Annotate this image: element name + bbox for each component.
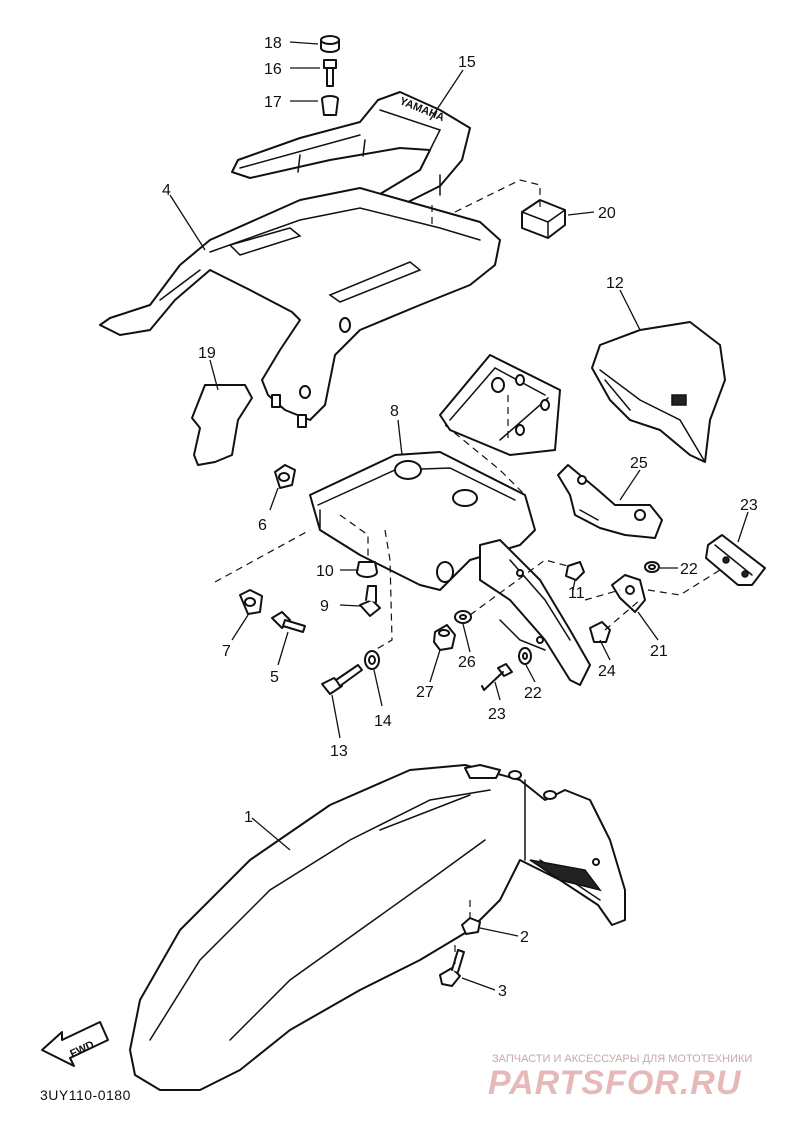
watermark-brand: PARTSFOR.RU [488, 1064, 742, 1102]
part-2-washer [461, 917, 481, 935]
callout-12: 12 [606, 275, 624, 292]
part-7-grommet [239, 589, 263, 615]
callout-22-lower: 22 [524, 685, 542, 702]
part-21-bracket [611, 574, 646, 613]
part-28-nut [433, 624, 456, 651]
watermark: ЗАПЧАСТИ И АКСЕССУАРЫ ДЛЯ МОТОТЕХНИКИ PA… [488, 1053, 752, 1102]
diagram-code: 3UY110-0180 [40, 1087, 131, 1103]
callout-10: 10 [316, 563, 334, 580]
part-25-nut [589, 621, 611, 643]
part-8-bracket [309, 451, 536, 591]
part-3-bolt [439, 949, 465, 987]
part-23-screw [481, 663, 513, 691]
callout-labels: 18 16 17 15 4 20 12 19 8 25 23 6 10 9 11… [162, 35, 758, 1000]
callout-16: 16 [264, 61, 282, 78]
part-27-washer [454, 610, 472, 624]
fwd-arrow-icon: FWD [41, 1021, 109, 1067]
assembly-lines [214, 179, 721, 965]
part-17-collar [321, 95, 339, 116]
callout-20: 20 [598, 205, 616, 222]
part-1-rear-fender [129, 764, 626, 1091]
part-19-sticker [191, 384, 253, 466]
callout-25: 24 [598, 663, 616, 680]
part-13-bolt [321, 664, 363, 695]
callout-3: 3 [498, 983, 507, 1000]
part-10-nut [356, 561, 378, 578]
part-22-washer-lower [518, 647, 532, 665]
callout-24: 23 [740, 497, 758, 514]
callout-14: 14 [374, 713, 392, 730]
callout-5: 5 [270, 669, 279, 686]
part-14-washer [364, 650, 380, 670]
mudguard-stay [479, 539, 591, 686]
callout-28: 27 [416, 684, 434, 701]
part-12-rear-flap [591, 321, 726, 463]
part-9-bolt [359, 585, 381, 617]
callout-17: 17 [264, 94, 282, 111]
part-20-pad [521, 199, 566, 239]
callout-9: 9 [320, 598, 329, 615]
part-22-washer-upper [644, 561, 660, 573]
part-18-cap [320, 35, 340, 53]
callout-11: 11 [568, 585, 585, 602]
callout-21: 21 [650, 643, 668, 660]
callout-4: 4 [162, 182, 171, 199]
callout-6: 6 [258, 517, 267, 534]
callout-2: 2 [520, 929, 529, 946]
callout-8: 8 [390, 403, 399, 420]
watermark-tagline: ЗАПЧАСТИ И АКСЕССУАРЫ ДЛЯ МОТОТЕХНИКИ [492, 1053, 752, 1065]
callout-27: 26 [458, 654, 476, 671]
callout-22-upper: 22 [680, 561, 698, 578]
callout-18: 18 [264, 35, 282, 52]
part-15-grab-bar: YAMAHA [231, 91, 471, 241]
callout-26: 25 [630, 455, 648, 472]
part-6-grommet [274, 464, 296, 489]
part-16-bolt [323, 59, 337, 87]
callout-7: 7 [222, 643, 231, 660]
callout-23: 23 [488, 706, 506, 723]
callout-19: 19 [198, 345, 216, 362]
callout-15: 15 [458, 54, 476, 71]
bracket-box [439, 354, 561, 456]
part-24-reflector [705, 534, 766, 586]
callout-13: 13 [330, 743, 348, 760]
part-11-nut [565, 561, 585, 581]
callout-1: 1 [244, 809, 253, 826]
part-26-plate-bracket [557, 464, 663, 539]
part-5-bolt [271, 611, 306, 633]
leader-lines [169, 41, 749, 991]
part-4-rear-cover [99, 187, 501, 428]
